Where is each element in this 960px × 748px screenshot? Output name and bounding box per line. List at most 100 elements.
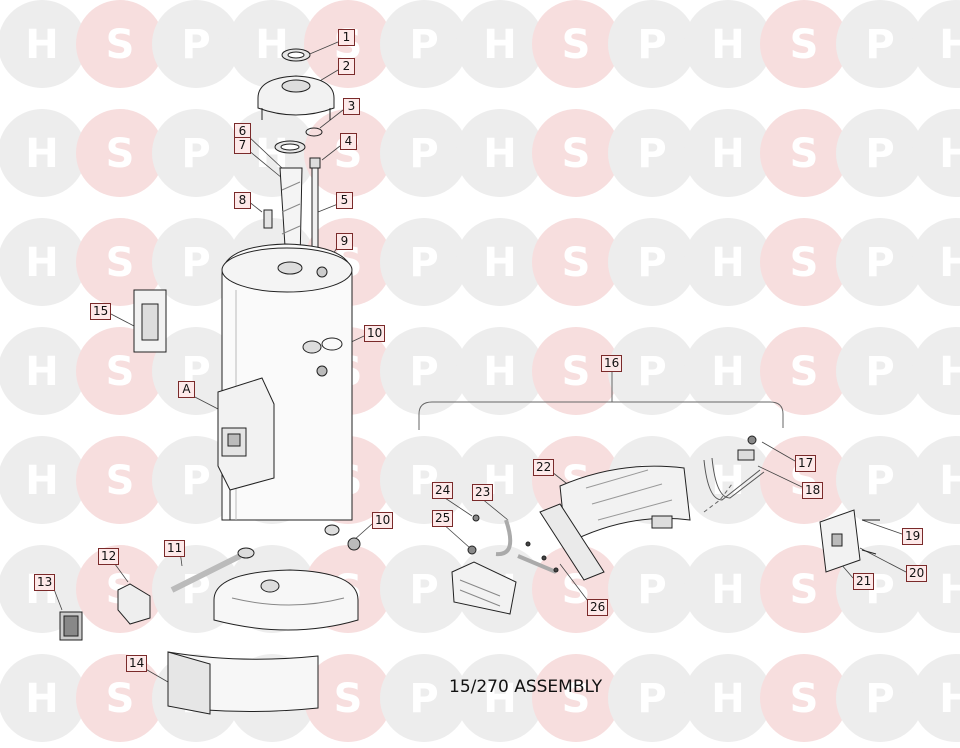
watermark-letter: P <box>409 22 438 68</box>
watermark-letter: P <box>865 349 894 395</box>
watermark-letter: H <box>483 349 516 395</box>
watermark-circle <box>0 327 86 415</box>
watermark-letter: H <box>25 131 58 177</box>
watermark-circle <box>0 654 86 742</box>
watermark-circle <box>380 327 468 415</box>
watermark-circle <box>836 109 924 197</box>
watermark-letter: P <box>637 22 666 68</box>
watermark-letter: H <box>939 349 960 395</box>
flue-parts <box>257 48 335 263</box>
watermark-circle <box>912 218 960 306</box>
watermark-circle <box>456 218 544 306</box>
assembly-16-bracket <box>418 370 784 430</box>
watermark-letter: S <box>106 240 135 286</box>
watermark-circle <box>76 436 164 524</box>
callout-9: 9 <box>336 233 353 250</box>
watermark-circle <box>380 545 468 633</box>
watermark-letter: S <box>790 567 819 613</box>
watermark-circle <box>684 327 772 415</box>
callout-21: 21 <box>853 573 875 590</box>
watermark-letter: S <box>334 676 363 722</box>
watermark-circle <box>380 654 468 742</box>
watermark-circle <box>760 654 848 742</box>
watermark-circle <box>304 109 392 197</box>
watermark-letter: S <box>790 22 819 68</box>
watermark-letter: P <box>181 22 210 68</box>
watermark-letter: S <box>562 131 591 177</box>
callout-22: 22 <box>533 459 555 476</box>
watermark-circle <box>608 0 696 88</box>
watermark-letter: H <box>483 22 516 68</box>
viewing-window-plate <box>819 509 880 573</box>
callout-4: 4 <box>340 133 357 150</box>
watermark-circle <box>760 0 848 88</box>
watermark-letter: P <box>409 567 438 613</box>
watermark-letter: P <box>409 349 438 395</box>
callout-23: 23 <box>472 484 494 501</box>
callout-2: 2 <box>338 58 355 75</box>
watermark-circle <box>456 327 544 415</box>
watermark-letter: S <box>106 22 135 68</box>
watermark-circle <box>608 109 696 197</box>
callout-7: 7 <box>234 137 251 154</box>
watermark-letter: S <box>790 349 819 395</box>
watermark-letter: P <box>637 567 666 613</box>
callout-13: 13 <box>34 574 56 591</box>
watermark-letter: S <box>106 458 135 504</box>
callout-15: 15 <box>90 303 112 320</box>
burner-door <box>167 651 319 715</box>
callout-10-lower: 10 <box>372 512 394 529</box>
watermark-letter: H <box>25 349 58 395</box>
watermark-letter: P <box>865 131 894 177</box>
watermark-circle <box>0 436 86 524</box>
watermark-letter: P <box>865 458 894 504</box>
watermark-letter: S <box>790 131 819 177</box>
diagram-title: 15/270 ASSEMBLY <box>449 677 603 697</box>
watermark-circle <box>836 545 924 633</box>
watermark-letter: H <box>939 567 960 613</box>
watermark-circle <box>0 218 86 306</box>
watermark-circle <box>912 0 960 88</box>
watermark-letter: H <box>25 22 58 68</box>
watermark-letter: P <box>637 240 666 286</box>
callout-12: 12 <box>98 548 120 565</box>
watermark-letter: H <box>939 22 960 68</box>
watermark-circle <box>152 0 240 88</box>
burner-assembly <box>539 465 691 581</box>
watermark-circle <box>912 654 960 742</box>
watermark-circle <box>532 109 620 197</box>
watermark-circle <box>532 654 620 742</box>
watermark-letter: S <box>106 676 135 722</box>
watermark-circle <box>456 654 544 742</box>
watermark-circle <box>836 0 924 88</box>
callout-26: 26 <box>587 599 609 616</box>
callout-8: 8 <box>234 192 251 209</box>
watermark-circle <box>380 109 468 197</box>
watermark-letter: P <box>409 240 438 286</box>
watermark-letter: H <box>25 240 58 286</box>
watermark-circle <box>380 0 468 88</box>
watermark-letter: P <box>637 676 666 722</box>
watermark-letter: S <box>106 131 135 177</box>
watermark-letter: P <box>409 676 438 722</box>
watermark-letter: H <box>711 131 744 177</box>
watermark-circle <box>760 109 848 197</box>
watermark-letter: H <box>711 458 744 504</box>
callout-25: 25 <box>432 510 454 527</box>
watermark-circle <box>76 0 164 88</box>
watermark-letter: H <box>25 458 58 504</box>
watermark-circle <box>532 327 620 415</box>
watermark-letter: P <box>865 240 894 286</box>
watermark-letter: P <box>181 240 210 286</box>
watermark-circle <box>684 109 772 197</box>
watermark-circle <box>228 0 316 88</box>
pilot-components <box>451 514 559 615</box>
watermark-circle <box>760 436 848 524</box>
callout-16: 16 <box>601 355 623 372</box>
watermark-circle <box>836 436 924 524</box>
watermark-circle <box>76 654 164 742</box>
callout-1: 1 <box>338 29 355 46</box>
watermark-circle <box>0 109 86 197</box>
watermark-circle <box>456 0 544 88</box>
